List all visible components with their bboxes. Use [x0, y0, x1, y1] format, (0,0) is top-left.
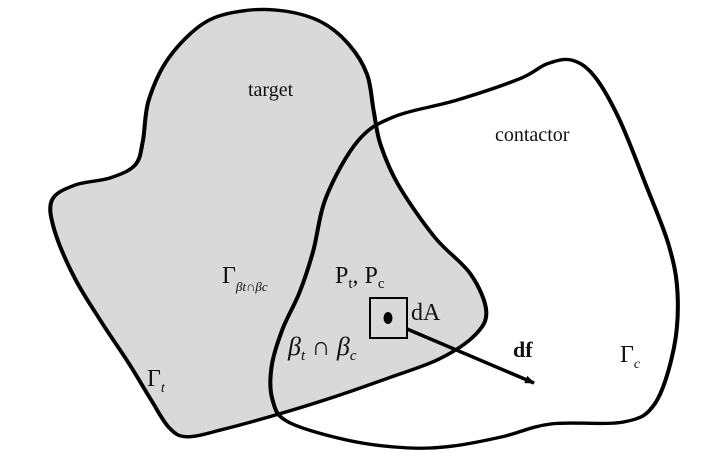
contactor-boundary [268, 57, 680, 450]
area-element-square [369, 297, 408, 339]
contact-point-dot [383, 312, 393, 324]
contactor-label: contactor [495, 124, 570, 146]
force-arrow [406, 327, 535, 385]
pressure-label: Pt, Pc [335, 263, 385, 292]
gamma-intersection-label: Γβt∩βc [222, 263, 268, 294]
force-label: df [513, 337, 533, 362]
gamma-t-label: Γt [147, 366, 166, 396]
intersection-label: βt ∩ βc [287, 332, 357, 364]
target-label: target [248, 79, 294, 101]
gamma-c-label: Γc [620, 342, 641, 372]
target-boundary [48, 7, 489, 439]
area-element-label: dA [411, 300, 441, 326]
target-body [50, 9, 487, 437]
